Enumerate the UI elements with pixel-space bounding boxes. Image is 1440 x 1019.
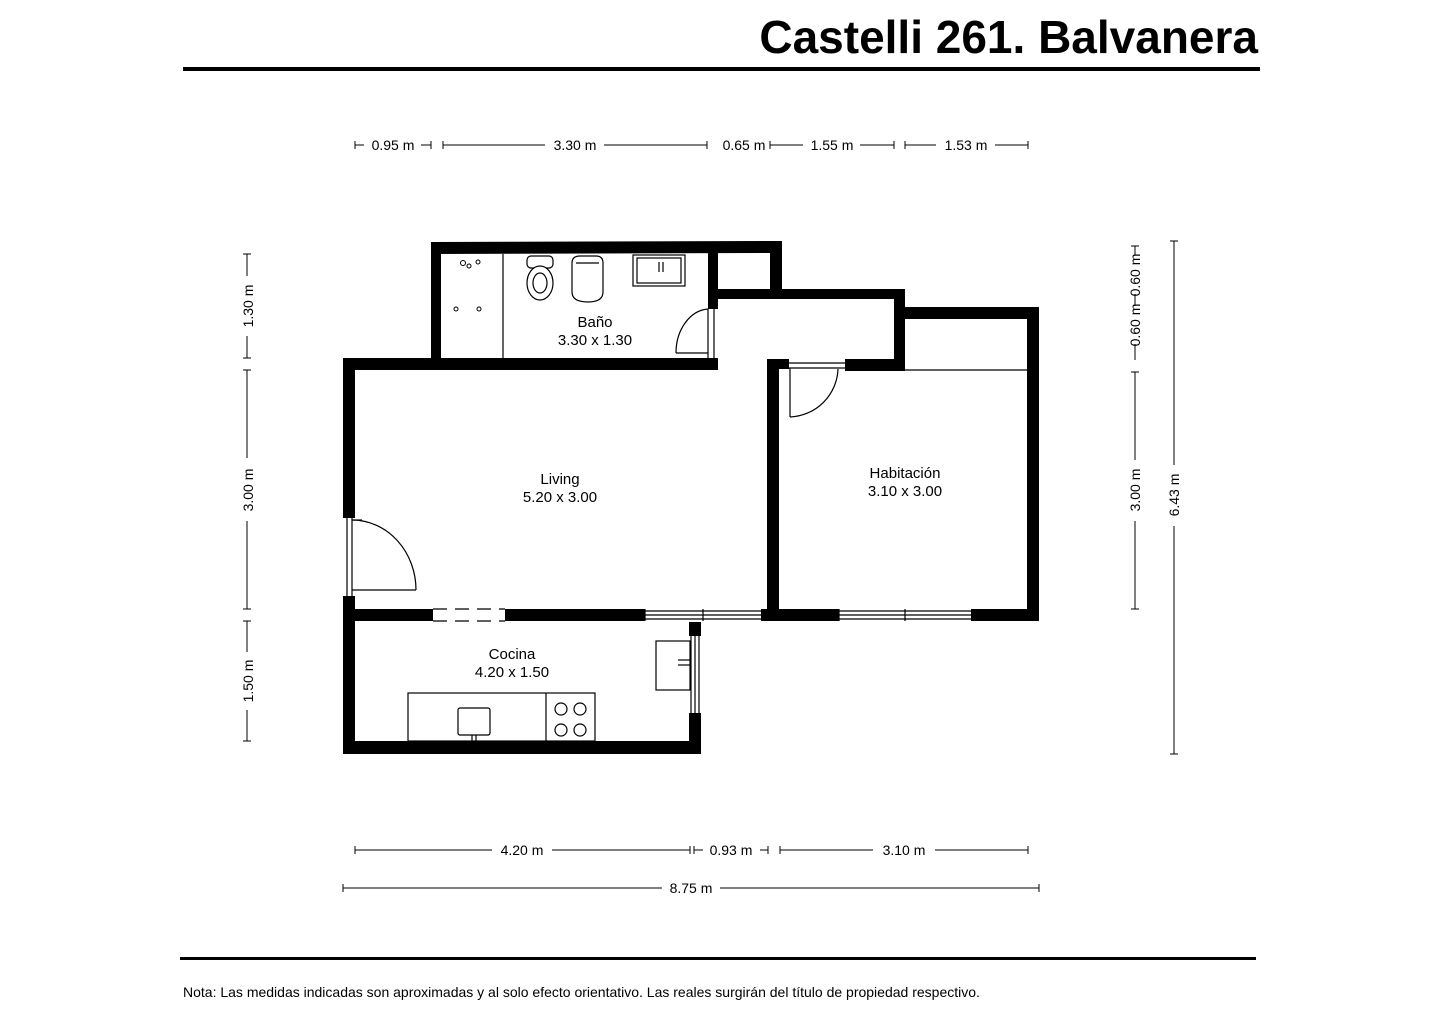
bathroom-sink-icon — [632, 254, 686, 287]
wall — [718, 289, 905, 299]
dim-top-1: 0.95 m — [372, 137, 415, 153]
bidet-icon — [571, 255, 604, 303]
wall — [770, 241, 782, 299]
wall — [431, 242, 441, 368]
wall — [894, 307, 1039, 319]
footer-rule — [180, 957, 1256, 960]
room-size-bano: 3.30 x 1.30 — [558, 332, 632, 349]
dim-top-2: 3.30 m — [554, 137, 597, 153]
wall — [343, 596, 355, 754]
wall — [845, 359, 905, 371]
dim-right-1: 0.60 m — [1127, 254, 1143, 297]
wall — [343, 358, 718, 370]
doors — [346, 308, 845, 596]
dimension-lines — [243, 141, 1178, 892]
page-title: Castelli 261. Balvanera — [759, 11, 1258, 63]
room-size-living: 5.20 x 3.00 — [523, 489, 597, 506]
dim-left-1: 1.30 m — [240, 285, 256, 328]
dim-right-3: 3.00 m — [1127, 469, 1143, 512]
kitchen-counter — [407, 692, 596, 742]
dim-bottom-total: 8.75 m — [670, 880, 713, 896]
disclaimer-note: Nota: Las medidas indicadas son aproxima… — [183, 984, 980, 1000]
dim-bottom-3: 3.10 m — [883, 842, 926, 858]
wall — [689, 622, 701, 636]
room-name-cocina: Cocina — [489, 646, 536, 663]
shower — [453, 259, 482, 312]
wall — [689, 713, 701, 754]
thin-lines — [502, 254, 1027, 371]
wall — [779, 359, 789, 369]
dimension-labels: 0.95 m 3.30 m 0.65 m 1.55 m 1.53 m 4.20 … — [240, 137, 1182, 896]
wall — [971, 609, 1039, 621]
toilet-icon — [526, 255, 554, 301]
dim-top-5: 1.53 m — [945, 137, 988, 153]
wall — [505, 609, 645, 621]
kitchen-sink-icon — [457, 707, 491, 741]
stove-icon — [554, 702, 587, 737]
dim-top-4: 1.55 m — [811, 137, 854, 153]
dim-right-total: 6.43 m — [1166, 474, 1182, 517]
room-labels: Baño 3.30 x 1.30 Living 5.20 x 3.00 Habi… — [475, 314, 942, 681]
kitchen-opening — [433, 608, 505, 622]
dim-bottom-2: 0.93 m — [710, 842, 753, 858]
windows — [644, 609, 971, 713]
wall — [761, 609, 839, 621]
walls — [343, 241, 1039, 754]
dim-bottom-1: 4.20 m — [501, 842, 544, 858]
wall — [708, 251, 718, 309]
dim-right-2: 0.60 m — [1127, 304, 1143, 347]
washbasin-icon — [655, 640, 691, 691]
room-size-habitacion: 3.10 x 3.00 — [868, 483, 942, 500]
wall — [894, 289, 905, 369]
room-name-living: Living — [540, 471, 579, 488]
wall — [343, 358, 355, 518]
dim-left-2: 3.00 m — [240, 469, 256, 512]
dim-top-3: 0.65 m — [723, 137, 766, 153]
dim-left-3: 1.50 m — [240, 660, 256, 703]
room-name-bano: Baño — [577, 314, 612, 331]
wall — [767, 359, 779, 621]
room-size-cocina: 4.20 x 1.50 — [475, 664, 549, 681]
room-name-habitacion: Habitación — [870, 465, 941, 482]
wall — [431, 241, 782, 254]
wall — [1027, 307, 1039, 621]
wall — [343, 609, 433, 621]
wall — [343, 741, 701, 754]
title-rule — [183, 67, 1260, 71]
